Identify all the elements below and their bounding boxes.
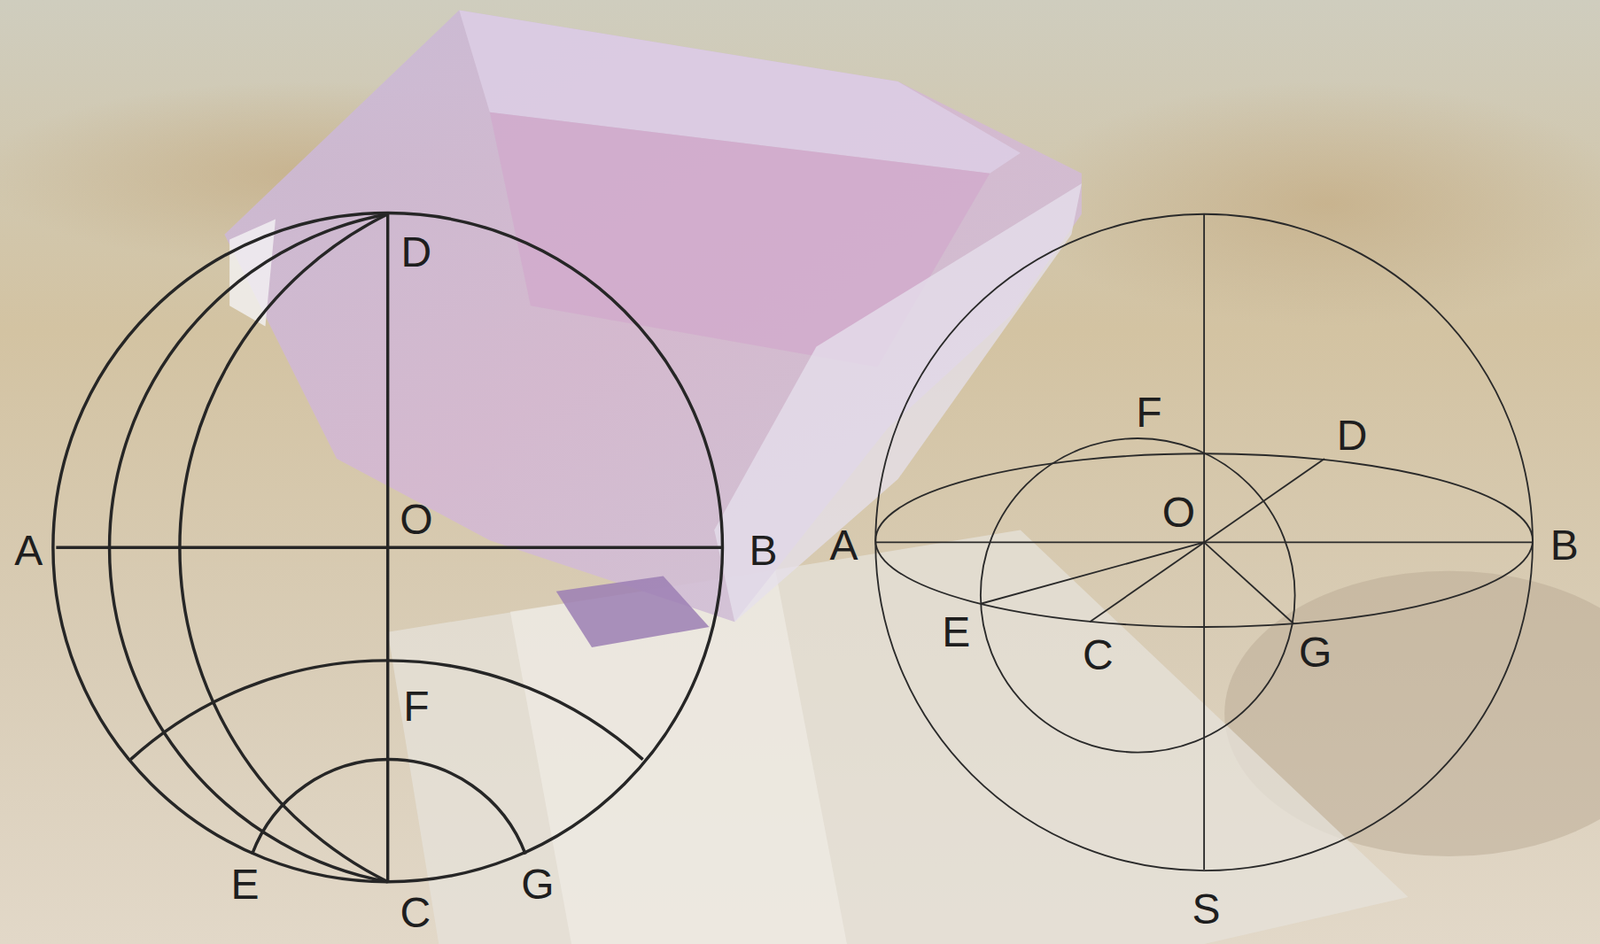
point-label: F bbox=[1135, 391, 1162, 435]
point-label: B bbox=[749, 529, 778, 573]
diameter-line bbox=[386, 214, 389, 883]
equator-ellipse bbox=[875, 453, 1533, 628]
small-circle-arc bbox=[251, 760, 526, 855]
point-label: G bbox=[520, 863, 554, 907]
point-label: A bbox=[14, 529, 43, 573]
primitive-circle bbox=[53, 213, 723, 883]
radius-line bbox=[1203, 458, 1325, 543]
point-label: O bbox=[399, 498, 433, 542]
point-label: E bbox=[230, 863, 259, 907]
point-label: C bbox=[399, 892, 431, 935]
point-label: D bbox=[1336, 414, 1368, 458]
great-circle-arc bbox=[109, 214, 389, 883]
point-label: E bbox=[941, 611, 971, 654]
radius-line bbox=[1089, 542, 1204, 622]
point-label: F bbox=[403, 685, 429, 729]
point-label: D bbox=[401, 231, 433, 274]
great-circle-arc bbox=[179, 214, 389, 883]
radius-line bbox=[981, 542, 1204, 604]
point-label: S bbox=[1191, 888, 1220, 932]
point-label: G bbox=[1298, 631, 1332, 675]
small-circle-arc bbox=[130, 660, 643, 761]
sphere-outline bbox=[875, 214, 1533, 871]
background-blot bbox=[1020, 81, 1600, 327]
stereographic-projection bbox=[53, 213, 723, 883]
radius-line bbox=[1203, 542, 1294, 624]
point-label: C bbox=[1082, 634, 1114, 677]
quartz-crystal bbox=[388, 530, 1409, 944]
sphere-perspective bbox=[875, 214, 1533, 871]
fluorite-crystal bbox=[224, 10, 1082, 623]
crystal-prism bbox=[714, 183, 1082, 622]
point-label: O bbox=[1162, 491, 1196, 535]
point-label: B bbox=[1550, 524, 1579, 567]
quartz-face bbox=[510, 571, 847, 944]
small-circle bbox=[980, 438, 1296, 754]
crystal-face bbox=[556, 575, 710, 648]
point-label: A bbox=[830, 524, 859, 567]
